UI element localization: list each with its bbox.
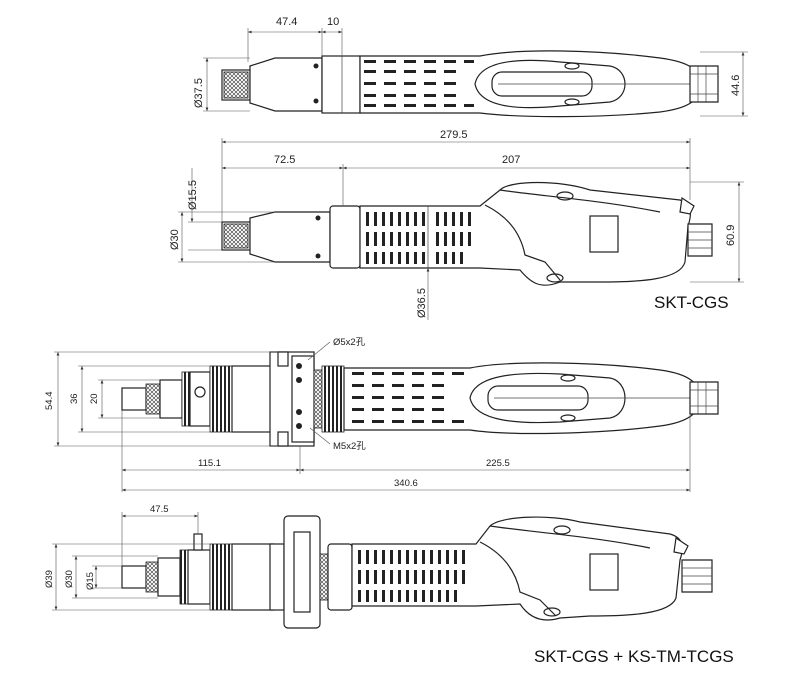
body xyxy=(351,516,683,621)
cable-connector xyxy=(689,381,719,415)
dim-44-6: 44.6 xyxy=(730,75,742,96)
body xyxy=(359,181,691,286)
vent-slots xyxy=(352,372,464,423)
dim-10: 10 xyxy=(327,16,339,28)
collar xyxy=(329,205,361,269)
dim-dia-30: Ø30 xyxy=(64,570,75,588)
dim-36: 36 xyxy=(69,393,80,404)
collar xyxy=(321,55,361,114)
dim-47-5: 47.5 xyxy=(150,504,169,515)
label-plate xyxy=(589,215,619,253)
torque-ring xyxy=(209,543,233,611)
dim-dia-30: Ø30 xyxy=(169,229,181,250)
label-plate xyxy=(589,553,619,591)
dim-279-5: 279.5 xyxy=(440,129,468,141)
dim-340-6: 340.6 xyxy=(394,478,418,489)
dim-115-1: 115.1 xyxy=(198,458,221,469)
model-label-2: SKT-CGS + KS-TM-TCGS xyxy=(534,647,734,666)
vent-slots xyxy=(366,212,471,264)
cable-connector xyxy=(689,65,719,103)
bit-tip xyxy=(121,565,147,589)
dim-72-5: 72.5 xyxy=(274,154,295,166)
dim-dia-36-5: Ø36.5 xyxy=(416,288,428,318)
dim-20: 20 xyxy=(89,393,100,404)
hole-callout-1: Ø5x2孔 xyxy=(333,337,366,348)
dim-47-4: 47.4 xyxy=(276,16,297,28)
dim-dia-15: Ø15 xyxy=(85,572,96,590)
vent-slots xyxy=(364,60,474,107)
torque-ring xyxy=(209,365,233,433)
model-label-1: SKT-CGS xyxy=(654,293,729,312)
bit-knurl xyxy=(223,71,249,99)
dim-54-4: 54.4 xyxy=(44,392,55,411)
hole-callout-2: M5x2孔 xyxy=(333,441,366,452)
dim-dia-37-5: Ø37.5 xyxy=(193,78,205,108)
dim-225-5: 225.5 xyxy=(486,458,510,469)
vent-slots xyxy=(358,550,465,602)
view-1-top: 47.4 10 Ø37.5 44.6 xyxy=(193,16,748,118)
dim-60-9: 60.9 xyxy=(725,225,737,246)
dim-dia-15-5: Ø15.5 xyxy=(187,180,199,210)
view-2-side: 279.5 72.5 207 Ø15.5 Ø30 Ø36.5 60.9 SKT-… xyxy=(169,129,744,320)
dim-207: 207 xyxy=(502,154,520,166)
dim-dia-39: Ø39 xyxy=(44,570,55,588)
bit-tip xyxy=(121,387,147,411)
view-3-with-mount-top: Ø5x2孔 M5x2孔 54.4 36 20 115.1 225.5 340.6 xyxy=(44,337,719,492)
view-4-with-mount-side: 47.5 Ø39 Ø30 Ø15 SKT-CGS + KS-TM-TCGS xyxy=(44,504,734,666)
nose-cone xyxy=(249,57,323,112)
